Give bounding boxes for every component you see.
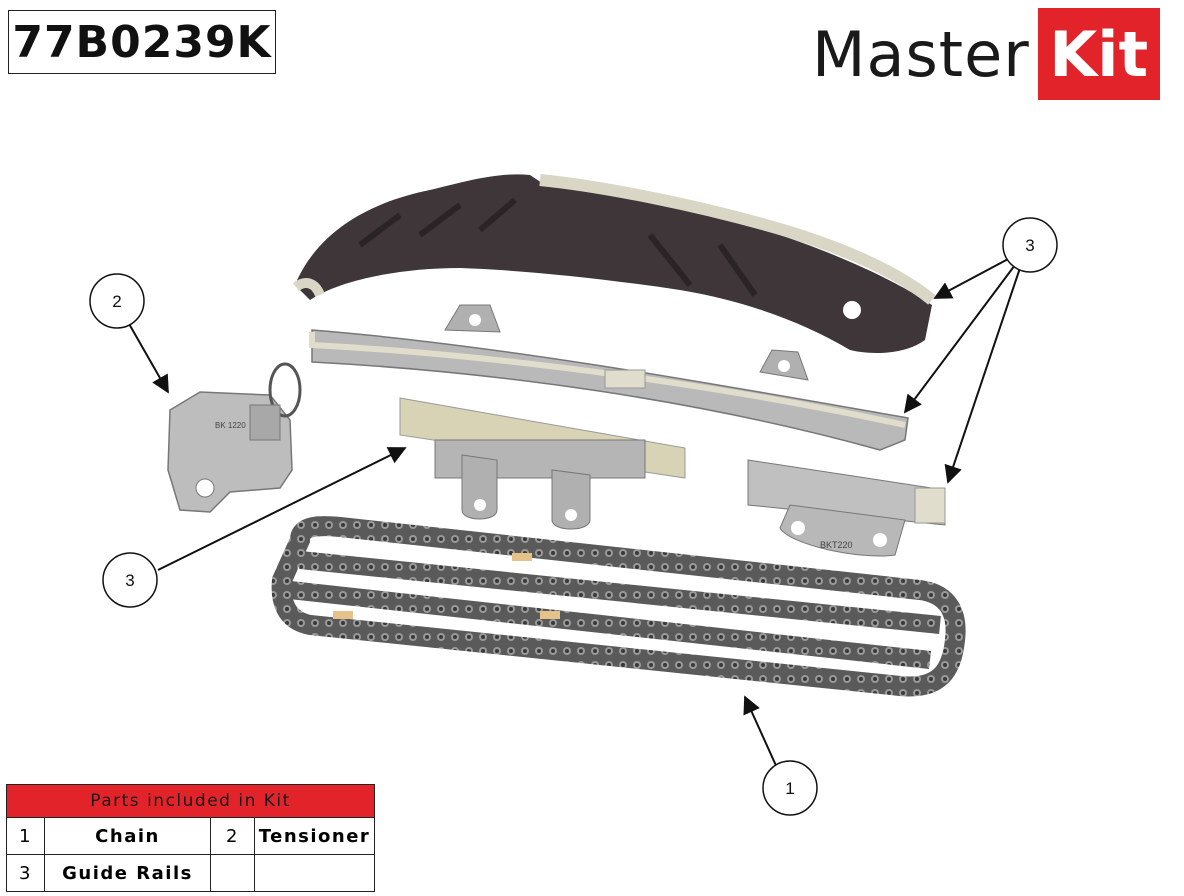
callout-3-right: 3 xyxy=(1002,217,1058,273)
logo-badge: Kit xyxy=(1037,8,1160,100)
callout-1: 1 xyxy=(762,760,818,816)
timing-chain xyxy=(271,516,966,697)
rail-marking: BKT220 xyxy=(820,540,853,550)
logo-word: Master xyxy=(812,17,1030,91)
part-name: Tensioner xyxy=(253,817,376,855)
table-row: 3 Guide Rails xyxy=(6,854,376,892)
callout-3-left: 3 xyxy=(102,552,158,608)
brand-logo: Master Kit xyxy=(812,8,1160,100)
parts-table-header: Parts included in Kit xyxy=(5,784,376,818)
parts-table: Parts included in Kit 1 Chain 2 Tensione… xyxy=(5,784,376,892)
part-number: 1 xyxy=(6,817,45,855)
tensioner-marking: BK 1220 xyxy=(215,421,246,430)
part-name: Guide Rails xyxy=(44,854,211,892)
part-code: 77B0239K xyxy=(8,10,276,74)
table-row: 1 Chain 2 Tensioner xyxy=(6,817,376,855)
guide-rail-curved xyxy=(292,174,936,353)
part-number: 2 xyxy=(210,817,255,855)
guide-rail-small: BKT220 xyxy=(747,459,946,557)
callout-2: 2 xyxy=(89,273,145,329)
svg-text:3: 3 xyxy=(125,571,134,590)
part-name: Chain xyxy=(44,817,211,855)
svg-text:1: 1 xyxy=(785,779,794,798)
part-number: 3 xyxy=(6,854,45,892)
svg-text:2: 2 xyxy=(112,292,121,311)
callout-leaders xyxy=(127,257,1021,771)
guide-rail-long xyxy=(309,304,909,451)
part-number xyxy=(210,854,255,892)
tensioner-part: BK 1220 xyxy=(167,362,302,513)
guide-rail-short xyxy=(399,397,686,530)
svg-text:3: 3 xyxy=(1025,236,1034,255)
part-name xyxy=(253,854,376,892)
